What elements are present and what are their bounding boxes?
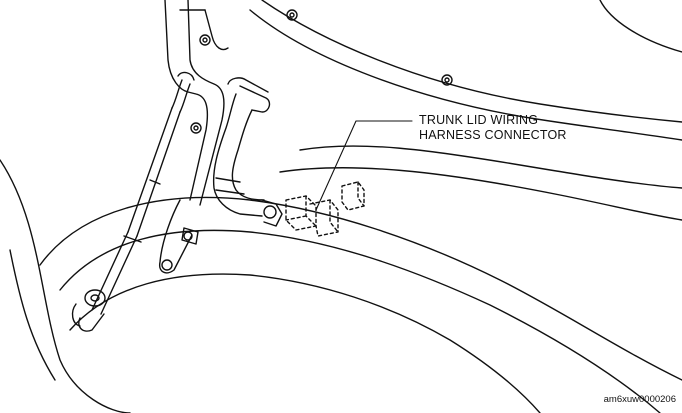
harness-grommet-tube: [212, 77, 271, 217]
callout-label-line-2: HARNESS CONNECTOR: [419, 128, 567, 142]
figure-id: am6xuw0000206: [603, 394, 676, 405]
callout-leader-line: [315, 120, 413, 211]
hinge-bracket: [159, 0, 229, 274]
panel-bolts: [286, 9, 453, 86]
callout-label-line-1: TRUNK LID WIRING: [419, 113, 539, 127]
gas-strut: [71, 71, 195, 332]
harness-connector-assembly: [261, 181, 365, 237]
